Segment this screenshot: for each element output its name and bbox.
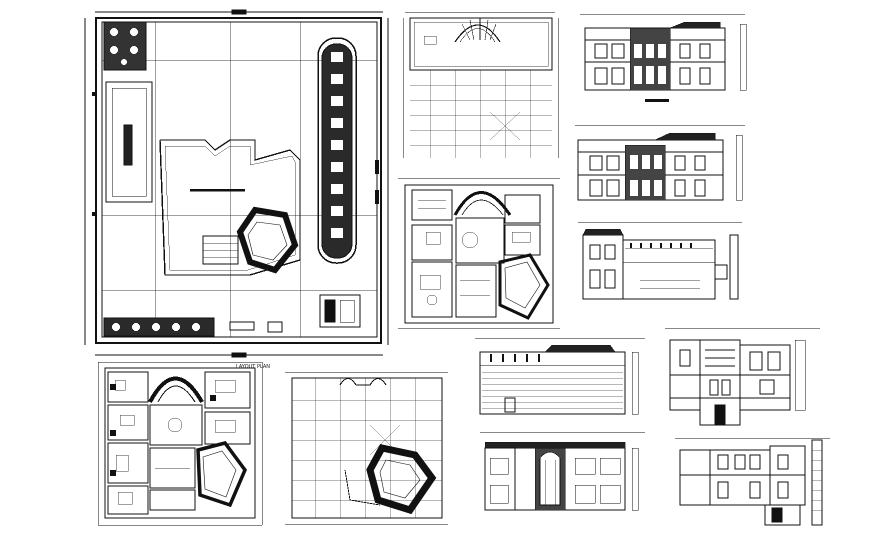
section-b	[675, 437, 830, 526]
layout-plan-label: LAYOUT PLAN	[236, 364, 270, 370]
elevation-lower-middle	[480, 431, 645, 511]
front-elevation	[580, 13, 747, 102]
terrace-plan	[285, 371, 448, 525]
roof-plan	[402, 11, 559, 158]
site-layout-plan	[84, 9, 389, 358]
section-a	[665, 327, 820, 426]
first-floor-plan: LAYOUT PLAN	[97, 361, 270, 526]
side-elevation-right	[475, 337, 645, 415]
rear-elevation	[575, 124, 745, 201]
side-elevation-left	[578, 221, 742, 300]
ground-floor-plan	[398, 177, 560, 329]
